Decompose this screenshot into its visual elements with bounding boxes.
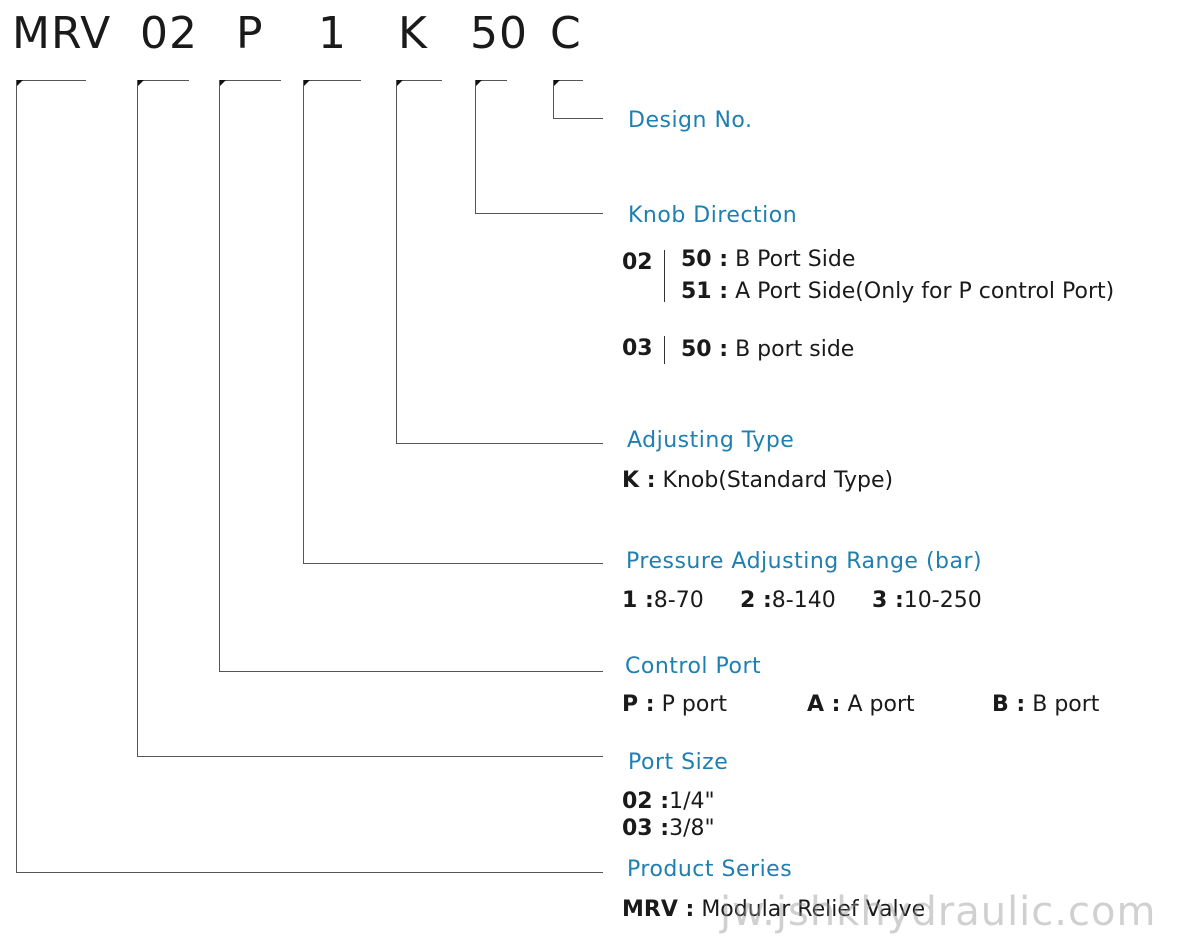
control-port-option: A : A port xyxy=(807,692,915,718)
knob-group-size-03: 03 xyxy=(622,336,653,361)
product-series-heading: Product Series xyxy=(627,857,793,882)
control-port-option-text: B port xyxy=(1032,692,1100,717)
pressure-range-option: 3 :10-250 xyxy=(872,588,982,614)
control-port-option: B : B port xyxy=(992,692,1099,718)
knob-option-text: B Port Side xyxy=(735,247,856,272)
pressure-range-option-code: 2 : xyxy=(740,588,772,613)
code-knob-direction: 50 xyxy=(470,8,528,59)
code-design-no: C xyxy=(550,8,582,59)
port-size-option: 02 :1/4" xyxy=(622,789,715,815)
port-size-option: 03 :3/8" xyxy=(622,816,715,842)
pressure-range-heading: Pressure Adjusting Range (bar) xyxy=(626,549,983,574)
port-size-option-text: 3/8" xyxy=(669,816,715,841)
adjusting-type-option-code: K : xyxy=(622,468,656,493)
pressure-range-option-text: 10-250 xyxy=(903,588,982,613)
pressure-range-option-code: 1 : xyxy=(622,588,654,613)
code-series: MRV xyxy=(12,8,112,59)
adjusting-type-option-text: Knob(Standard Type) xyxy=(662,468,894,493)
adjusting-type-heading: Adjusting Type xyxy=(627,428,795,453)
port-size-heading: Port Size xyxy=(628,750,729,775)
knob-option-code: 50 : xyxy=(681,337,729,362)
code-pressure-range: 1 xyxy=(318,8,347,59)
control-port-option-code: P : xyxy=(622,692,655,717)
adjusting-type-option: K : Knob(Standard Type) xyxy=(622,468,893,494)
control-port-option: P : P port xyxy=(622,692,727,718)
control-port-option-code: B : xyxy=(992,692,1026,717)
code-port-size: 02 xyxy=(140,8,198,59)
knob-group-divider xyxy=(664,336,665,364)
knob-option: 51 : A Port Side(Only for P control Port… xyxy=(681,279,1114,305)
product-series-option-text: Modular Relief Valve xyxy=(701,897,926,922)
knob-option: 50 : B port side xyxy=(681,337,854,363)
product-series-option: MRV : Modular Relief Valve xyxy=(622,897,925,923)
pressure-range-option: 1 :8-70 xyxy=(622,588,704,614)
watermark: jw.jshkhydraulic.com xyxy=(720,889,1157,935)
knob-direction-heading: Knob Direction xyxy=(628,203,798,228)
knob-option-code: 50 : xyxy=(681,247,729,272)
code-adjusting-type: K xyxy=(398,8,428,59)
product-series-option-code: MRV : xyxy=(622,897,695,922)
control-port-heading: Control Port xyxy=(625,654,762,679)
code-control-port: P xyxy=(236,8,264,59)
knob-option: 50 : B Port Side xyxy=(681,247,855,273)
design-no-heading: Design No. xyxy=(628,108,753,133)
knob-option-text: B port side xyxy=(735,337,855,362)
control-port-option-text: P port xyxy=(661,692,727,717)
control-port-option-text: A port xyxy=(847,692,915,717)
control-port-option-code: A : xyxy=(807,692,841,717)
pressure-range-option-code: 3 : xyxy=(872,588,904,613)
pressure-range-option: 2 :8-140 xyxy=(740,588,836,614)
port-size-option-code: 03 : xyxy=(622,816,670,841)
port-size-option-text: 1/4" xyxy=(669,789,715,814)
pressure-range-option-text: 8-140 xyxy=(771,588,836,613)
knob-option-code: 51 : xyxy=(681,279,729,304)
knob-group-divider xyxy=(664,250,665,302)
knob-group-size-02: 02 xyxy=(622,250,653,275)
pressure-range-option-text: 8-70 xyxy=(653,588,704,613)
port-size-option-code: 02 : xyxy=(622,789,670,814)
knob-option-text: A Port Side(Only for P control Port) xyxy=(735,279,1115,304)
